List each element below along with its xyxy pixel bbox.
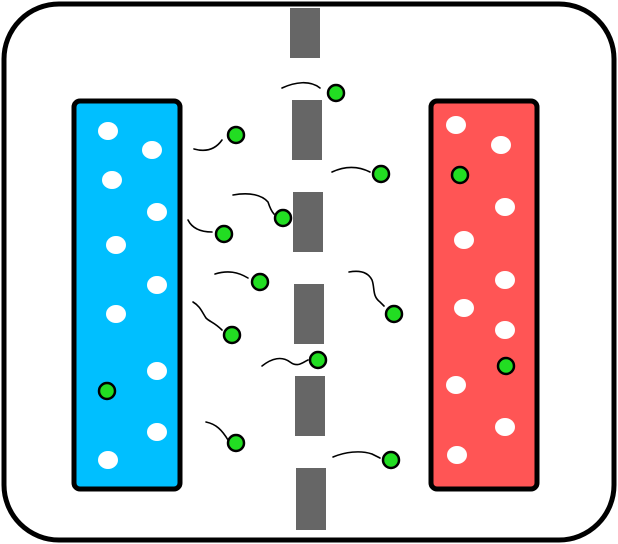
electrode-dot: [454, 231, 474, 249]
ion: [226, 433, 246, 453]
electrode-dot: [142, 141, 162, 159]
ion-trail: [187, 219, 213, 233]
ion: [250, 272, 270, 292]
electrode-dot: [147, 362, 167, 380]
ion-trail: [205, 421, 229, 441]
left-electrode-dots: [98, 122, 167, 469]
ion-trail: [232, 193, 275, 215]
ion-trail: [214, 271, 249, 279]
electrode-dot: [106, 305, 126, 323]
free-ions: [214, 83, 404, 470]
electrode-dot: [147, 276, 167, 294]
electrode-dot: [454, 299, 474, 317]
electrode-dot: [495, 198, 515, 216]
membrane-segment: [292, 100, 322, 160]
electrode-dot: [446, 376, 466, 394]
ion: [273, 208, 293, 228]
ion: [308, 350, 328, 370]
electrode-dot: [491, 136, 511, 154]
electrode-dot: [98, 451, 118, 469]
ion: [381, 450, 401, 470]
ion-trail: [261, 357, 309, 367]
electrode-dot: [447, 446, 467, 464]
ion-trail: [332, 451, 381, 459]
ion-trail: [281, 81, 321, 89]
electrode-dot: [147, 203, 167, 221]
ion-trail: [331, 166, 371, 173]
electrode-dot: [106, 236, 126, 254]
ion: [450, 165, 470, 185]
right-electrode-dots: [446, 116, 515, 464]
ion: [384, 304, 404, 324]
electrode-dot: [495, 418, 515, 436]
ion: [496, 356, 516, 376]
membrane-segment: [290, 8, 320, 58]
dashed-membrane: [290, 8, 326, 530]
electrode-dot: [495, 271, 515, 289]
right-electrode: [428, 98, 540, 492]
ion-trail: [348, 270, 385, 307]
membrane-segment: [295, 376, 325, 436]
ion-trail: [193, 139, 223, 152]
membrane-segment: [294, 284, 324, 344]
electrode-dot: [446, 116, 466, 134]
ion: [371, 164, 391, 184]
ion: [214, 224, 234, 244]
membrane-segment: [296, 468, 326, 530]
electrode-dot: [495, 321, 515, 339]
electrode-dot: [102, 171, 122, 189]
ion: [97, 381, 117, 401]
electrode-dot: [98, 122, 118, 140]
ion-trails: [187, 81, 385, 459]
ion: [326, 83, 346, 103]
electrode-dot: [147, 423, 167, 441]
ion: [222, 325, 242, 345]
ion-trail: [192, 301, 223, 331]
membrane-segment: [293, 192, 323, 252]
ion: [226, 125, 246, 145]
